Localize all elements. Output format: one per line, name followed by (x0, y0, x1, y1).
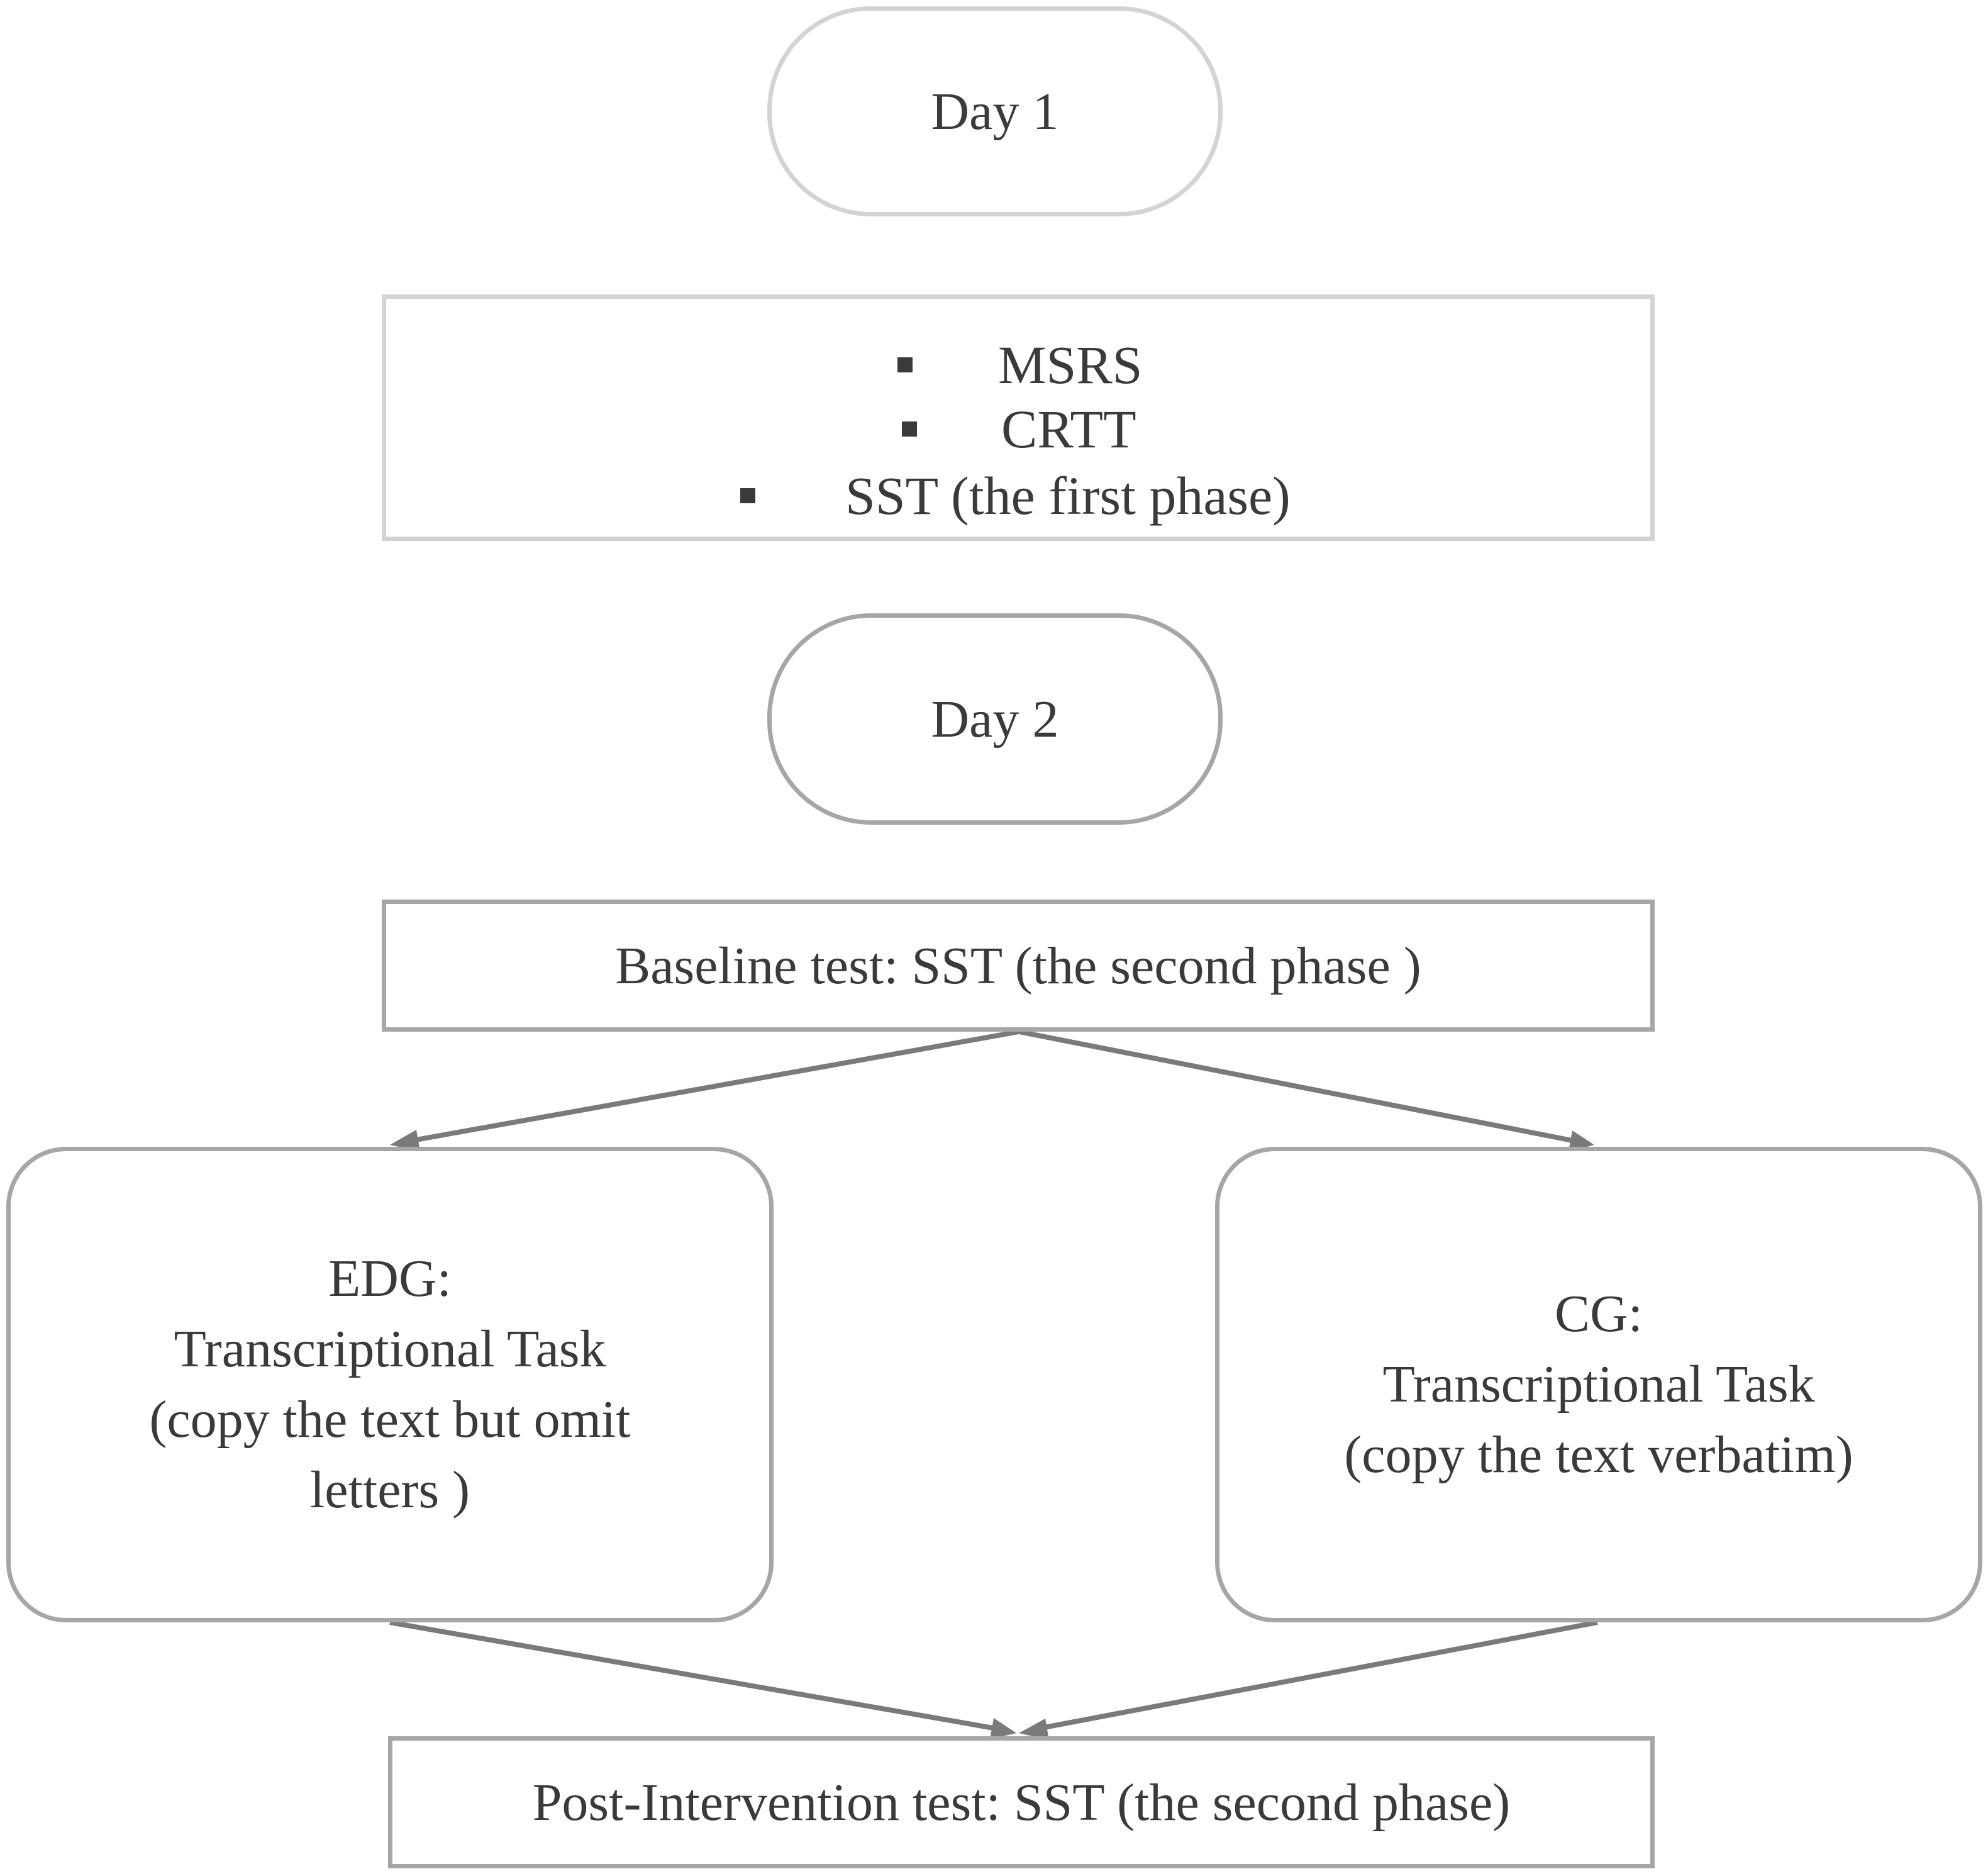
post-intervention-test-box: Post-Intervention test: SST (the second … (388, 1736, 1655, 1868)
cg-desc: (copy the text verbatim) (1344, 1425, 1853, 1484)
edg-title: EDG: (328, 1249, 452, 1308)
measure-label: MSRS (998, 335, 1143, 395)
bullet-icon (740, 488, 755, 503)
cg-task: Transcriptional Task (1382, 1355, 1815, 1414)
arrow-baseline-to-cg (1018, 1029, 1594, 1152)
day-2-label: Day 2 (931, 689, 1059, 749)
day-1-measures-box: MSRS CRTT SST (the first phase) (382, 294, 1655, 541)
edg-desc-line-1: (copy the text but omit (149, 1390, 631, 1449)
measure-label: CRTT (1001, 399, 1136, 459)
day-1-label: Day 1 (931, 82, 1059, 141)
measure-item-msrs: MSRS (386, 330, 1650, 399)
arrow-cg-to-post (1019, 1620, 1598, 1740)
arrow-baseline-to-edg (390, 1029, 1019, 1151)
edg-group-box: EDG: Transcriptional Task (copy the text… (6, 1147, 774, 1622)
measure-item-sst: SST (the first phase) (386, 461, 1650, 530)
baseline-test-label: Baseline test: SST (the second phase ) (615, 936, 1421, 995)
day-1-node: Day 1 (767, 6, 1223, 216)
cg-group-box: CG: Transcriptional Task (copy the text … (1215, 1147, 1982, 1622)
measure-label: SST (the first phase) (845, 466, 1291, 526)
edg-desc-line-2: letters ) (309, 1461, 470, 1519)
post-intervention-test-label: Post-Intervention test: SST (the second … (532, 1773, 1511, 1832)
baseline-test-box: Baseline test: SST (the second phase ) (382, 900, 1655, 1032)
cg-title: CG: (1554, 1285, 1643, 1343)
arrow-edg-to-post (389, 1620, 1016, 1739)
bullet-icon (902, 421, 917, 437)
edg-task: Transcriptional Task (174, 1320, 606, 1378)
bullet-icon (897, 357, 913, 372)
measure-item-crtt: CRTT (386, 394, 1650, 464)
day-2-node: Day 2 (767, 613, 1223, 825)
